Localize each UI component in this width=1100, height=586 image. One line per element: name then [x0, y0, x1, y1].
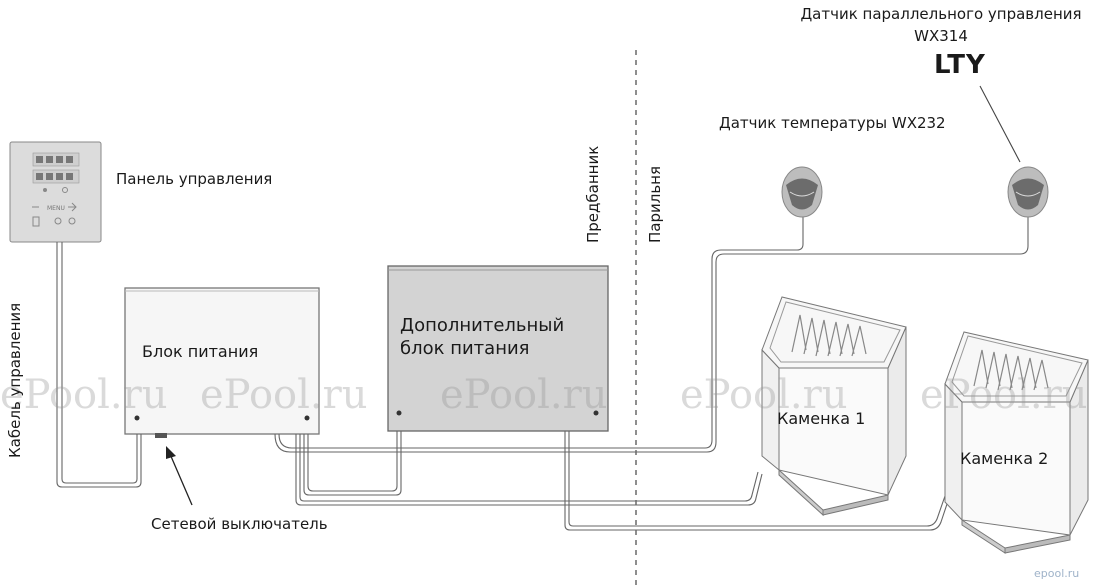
menu-label: MENU — [47, 205, 65, 212]
brand-logo: LTY — [934, 50, 986, 80]
dressing-room-label: Предбанник — [584, 145, 602, 243]
temp-sensor — [781, 166, 823, 218]
watermark: ePool.ru — [920, 372, 1088, 418]
parallel-sensor-label-line1: Датчик параллельного управления — [800, 5, 1082, 23]
watermark: ePool.ru — [680, 372, 848, 418]
switch-arrow — [166, 446, 193, 506]
steam-room-label: Парильня — [646, 166, 664, 243]
parallel-sensor-label: Датчик параллельного управления WX314 — [786, 5, 1096, 45]
power-unit — [124, 287, 320, 438]
cables — [56, 85, 1029, 531]
heater-1 — [761, 296, 907, 517]
extra-power-unit — [387, 265, 609, 432]
parallel-sensor — [1007, 166, 1049, 218]
watermark: ePool.ru — [0, 372, 168, 418]
network-switch-label: Сетевой выключатель — [151, 515, 328, 533]
corner-watermark: epool.ru — [1034, 567, 1080, 580]
control-panel: MENU — [9, 141, 102, 243]
temp-sensor-label: Датчик температуры WX232 — [719, 114, 946, 132]
control-cable-label: Кабель управления — [6, 302, 24, 458]
extra-power-unit-label-line2: блок питания — [400, 338, 530, 360]
extra-power-unit-label-line1: Дополнительный — [400, 315, 565, 336]
heater-2 — [944, 331, 1089, 554]
heater-1-label: Каменка 1 — [777, 409, 866, 428]
heater-2-label: Каменка 2 — [960, 449, 1049, 468]
watermark: ePool.ru — [440, 372, 608, 418]
power-unit-label: Блок питания — [142, 342, 259, 361]
watermark: ePool.ru — [200, 372, 368, 418]
parallel-sensor-label-line2: WX314 — [914, 27, 968, 45]
control-panel-label: Панель управления — [116, 170, 273, 188]
extra-power-unit-label: Дополнительный блок питания — [400, 314, 564, 361]
